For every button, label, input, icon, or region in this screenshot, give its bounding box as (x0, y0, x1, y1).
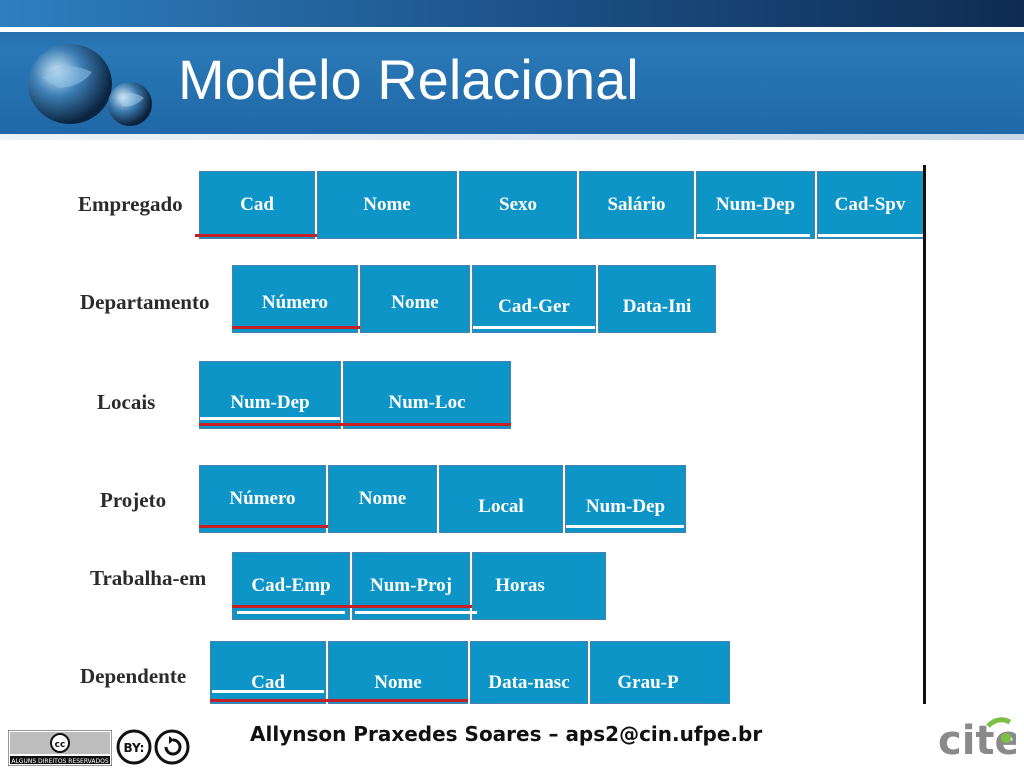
primary-key-underline (232, 605, 472, 608)
column-cell: Num-Dep (565, 465, 686, 533)
diagram-right-border (923, 165, 926, 705)
column-cell: Nome (328, 641, 468, 704)
foreign-key-underline (212, 690, 324, 693)
creative-commons-icon: cc ALGUNS DIREITOS RESERVADOS (8, 730, 112, 766)
globe-logo-icon (28, 44, 152, 126)
column-cell: Cad (210, 641, 326, 704)
author-credit: Allynson Praxedes Soares – aps2@cin.ufpe… (250, 722, 763, 746)
foreign-key-underline (355, 611, 477, 614)
primary-key-underline (232, 326, 360, 329)
column-cell: Cad-Emp (232, 552, 350, 620)
foreign-key-underline (200, 417, 340, 420)
foreign-key-underline (697, 234, 810, 237)
svg-text:BY:: BY: (124, 741, 145, 755)
primary-key-underline (195, 234, 317, 237)
column-cell: Sexo (459, 171, 577, 239)
column-cell: Horas (472, 552, 606, 620)
column-cell: Número (199, 465, 326, 533)
column-cell: Nome (317, 171, 457, 239)
foreign-key-underline (566, 525, 684, 528)
column-cell: Cad (199, 171, 315, 239)
table-name-departamento: Departamento (80, 290, 210, 314)
table-name-empregado: Empregado (78, 192, 183, 216)
primary-key-underline (210, 699, 468, 702)
page-title: Modelo Relacional (178, 48, 639, 111)
header-banner: Modelo Relacional (0, 0, 1024, 140)
table-name-projeto: Projeto (100, 488, 167, 512)
table-name-locais: Locais (97, 390, 156, 414)
column-cell: Cad-Ger (472, 265, 596, 333)
foreign-key-underline (473, 326, 595, 329)
header-top-bar (0, 0, 1024, 27)
header-divider (0, 27, 1024, 32)
column-cell: Num-Loc (343, 361, 511, 429)
column-cell: Salário (579, 171, 694, 239)
foreign-key-underline (818, 234, 923, 237)
column-cell: Data-nasc (470, 641, 588, 704)
header-bottom-border (0, 134, 1024, 140)
cc-badge-text: ALGUNS DIREITOS RESERVADOS (11, 758, 108, 765)
column-cell: Num-Dep (696, 171, 815, 239)
relational-model-diagram (68, 160, 928, 704)
column-cell: Local (439, 465, 563, 533)
column-cell: Nome (328, 465, 437, 533)
column-cell: Cad-Spv (817, 171, 923, 239)
column-cell: Nome (360, 265, 470, 333)
column-cell: Data-Ini (598, 265, 716, 333)
primary-key-underline (199, 423, 511, 426)
primary-key-underline (199, 525, 328, 528)
column-cell: Número (232, 265, 358, 333)
svg-text:cc: cc (55, 740, 66, 750)
foreign-key-underline (237, 611, 345, 614)
table-name-trabalha-em: Trabalha-em (90, 566, 207, 590)
table-name-dependente: Dependente (80, 664, 187, 688)
attribution-icon: BY: (116, 729, 190, 765)
column-cell: Num-Proj (352, 552, 470, 620)
cite-logo-icon: cite (938, 717, 1016, 762)
column-cell: Grau-P (590, 641, 730, 704)
